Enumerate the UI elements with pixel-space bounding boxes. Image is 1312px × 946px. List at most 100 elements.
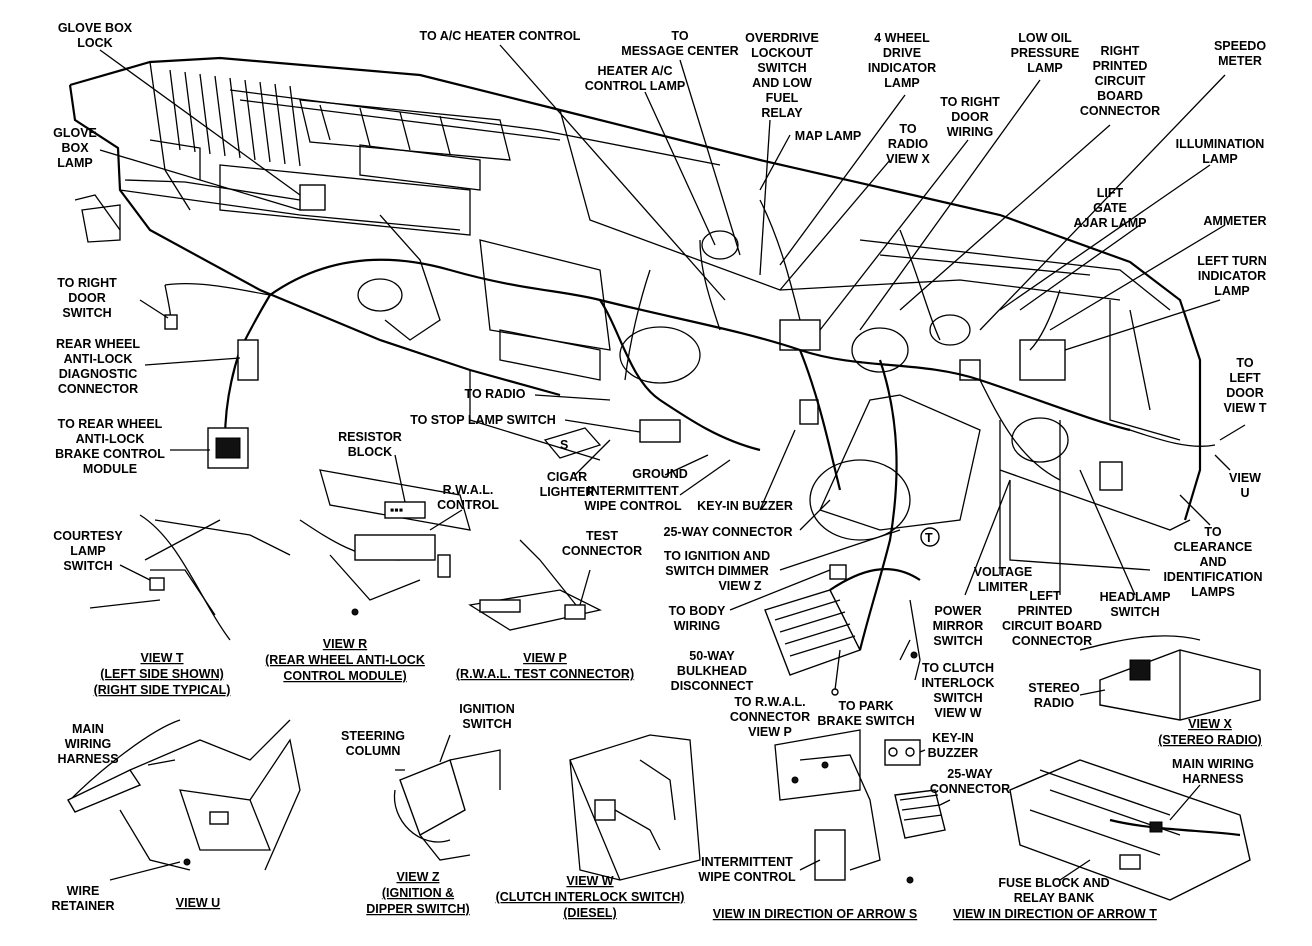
right-door-switch-plug — [164, 314, 178, 330]
view-r-drawing: ▪▪▪ — [299, 454, 471, 616]
svg-text:TO CLUTCH: TO CLUTCH — [922, 661, 994, 675]
label-view-u-callout: VIEW U — [1229, 471, 1261, 500]
svg-text:STEREO: STEREO — [1028, 681, 1080, 695]
svg-text:WIPE CONTROL: WIPE CONTROL — [584, 499, 682, 513]
svg-text:ANTI-LOCK: ANTI-LOCK — [64, 352, 133, 366]
svg-text:LEFT TURN: LEFT TURN — [1197, 254, 1266, 268]
caption-view-w: VIEW W (CLUTCH INTERLOCK SWITCH) (DIESEL… — [496, 874, 685, 920]
label-heater-ac-control-lamp: HEATER A/C CONTROL LAMP — [585, 64, 685, 93]
label-main-wiring-left: MAIN WIRING HARNESS — [57, 722, 118, 766]
svg-text:TEST: TEST — [586, 529, 618, 543]
label-main-wiring-right: MAIN WIRING HARNESS — [1172, 757, 1254, 786]
label-map-lamp: MAP LAMP — [795, 129, 861, 143]
svg-text:HARNESS: HARNESS — [57, 752, 118, 766]
svg-text:TO: TO — [1204, 525, 1221, 539]
svg-text:SWITCH: SWITCH — [757, 61, 806, 75]
arrow-t-view-drawing — [1009, 759, 1251, 901]
svg-text:HEATER A/C: HEATER A/C — [598, 64, 673, 78]
svg-text:TO RIGHT: TO RIGHT — [940, 95, 1000, 109]
svg-text:IDENTIFICATION: IDENTIFICATION — [1163, 570, 1262, 584]
label-power-mirror: POWER MIRROR SWITCH — [933, 604, 984, 648]
svg-text:VIEW X: VIEW X — [1188, 717, 1232, 731]
svg-text:LOCKOUT: LOCKOUT — [751, 46, 813, 60]
svg-text:DOOR: DOOR — [951, 110, 989, 124]
caption-view-t: VIEW T (LEFT SIDE SHOWN) (RIGHT SIDE TYP… — [94, 651, 231, 697]
svg-text:RELAY: RELAY — [761, 106, 803, 120]
label-steering-column: STEERING COLUMN — [341, 729, 405, 758]
caption-view-u: VIEW U — [176, 896, 220, 910]
svg-text:LAMP: LAMP — [1214, 284, 1249, 298]
svg-text:SWITCH: SWITCH — [1110, 605, 1159, 619]
label-to-stop-lamp-switch: TO STOP LAMP SWITCH — [410, 413, 556, 427]
caption-view-z: VIEW Z (IGNITION & DIPPER SWITCH) — [366, 870, 469, 916]
svg-text:SWITCH: SWITCH — [63, 559, 112, 573]
svg-text:VIEW R: VIEW R — [323, 637, 367, 651]
svg-text:MESSAGE CENTER: MESSAGE CENTER — [621, 44, 738, 58]
label-25-way-connector-top: 25-WAY CONNECTOR — [664, 525, 793, 539]
svg-text:LOW OIL: LOW OIL — [1018, 31, 1072, 45]
caption-view-p: VIEW P (R.W.A.L. TEST CONNECTOR) — [456, 651, 634, 681]
svg-text:MAIN WIRING: MAIN WIRING — [1172, 757, 1254, 771]
svg-text:TO IGNITION AND: TO IGNITION AND — [664, 549, 770, 563]
svg-text:VIEW T: VIEW T — [140, 651, 183, 665]
svg-text:WIPE CONTROL: WIPE CONTROL — [698, 870, 796, 884]
svg-text:CONNECTOR: CONNECTOR — [930, 782, 1010, 796]
svg-text:METER: METER — [1218, 54, 1262, 68]
svg-text:VIEW Z: VIEW Z — [396, 870, 439, 884]
view-z-drawing — [393, 734, 501, 861]
svg-text:DRIVE: DRIVE — [883, 46, 921, 60]
svg-text:TO BODY: TO BODY — [669, 604, 726, 618]
svg-text:LEFT: LEFT — [1029, 589, 1061, 603]
svg-text:LAMP: LAMP — [1027, 61, 1062, 75]
svg-text:(R.W.A.L. TEST CONNECTOR): (R.W.A.L. TEST CONNECTOR) — [456, 667, 634, 681]
svg-text:VIEW W: VIEW W — [566, 874, 613, 888]
svg-text:VIEW T: VIEW T — [1223, 401, 1266, 415]
svg-text:LAMP: LAMP — [70, 544, 105, 558]
label-to-clearance: TO CLEARANCE AND IDENTIFICATION LAMPS — [1163, 525, 1262, 599]
svg-text:(REAR WHEEL ANTI-LOCK: (REAR WHEEL ANTI-LOCK — [265, 653, 425, 667]
caption-arrow-s: VIEW IN DIRECTION OF ARROW S — [713, 907, 917, 921]
label-25-way-connector-bottom: 25-WAY CONNECTOR — [930, 767, 1010, 796]
svg-text:(CLUTCH INTERLOCK SWITCH): (CLUTCH INTERLOCK SWITCH) — [496, 890, 685, 904]
svg-text:GLOVE: GLOVE — [53, 126, 97, 140]
glove-box-lamp-socket — [299, 184, 326, 211]
svg-text:(LEFT SIDE SHOWN): (LEFT SIDE SHOWN) — [100, 667, 224, 681]
svg-text:LAMP: LAMP — [884, 76, 919, 90]
label-to-radio-view-x: TO RADIO VIEW X — [886, 122, 930, 166]
label-courtesy-lamp: COURTESY LAMP SWITCH — [53, 529, 123, 573]
svg-text:SWITCH: SWITCH — [462, 717, 511, 731]
svg-text:INTERMITTENT: INTERMITTENT — [701, 855, 793, 869]
label-resistor-block: RESISTOR BLOCK — [338, 430, 402, 459]
label-key-in-buzzer-bottom: KEY-IN BUZZER — [928, 731, 979, 760]
svg-text:VIEW P: VIEW P — [523, 651, 567, 665]
svg-text:CONNECTOR: CONNECTOR — [58, 382, 138, 396]
svg-text:SWITCH: SWITCH — [62, 306, 111, 320]
svg-text:WIRING: WIRING — [674, 619, 721, 633]
label-overdrive-lockout: OVERDRIVE LOCKOUT SWITCH AND LOW FUEL RE… — [745, 31, 819, 120]
label-wire-retainer: WIRE RETAINER — [52, 884, 115, 913]
svg-text:AJAR LAMP: AJAR LAMP — [1074, 216, 1147, 230]
label-stereo-radio: STEREO RADIO — [1028, 681, 1080, 710]
leader-lines — [99, 44, 1246, 661]
svg-text:STEERING: STEERING — [341, 729, 405, 743]
caption-view-x: VIEW X (STEREO RADIO) — [1158, 717, 1261, 747]
svg-text:DOOR: DOOR — [1226, 386, 1264, 400]
svg-text:PRESSURE: PRESSURE — [1011, 46, 1080, 60]
bulkhead-connector — [764, 564, 921, 696]
label-to-left-door-view-t: TO LEFT DOOR VIEW T — [1223, 356, 1266, 415]
arrow-t-marker: T — [920, 527, 940, 547]
svg-text:DIAGNOSTIC: DIAGNOSTIC — [59, 367, 137, 381]
arrow-s-marker: S — [543, 427, 602, 459]
instrument-panel-outline — [68, 56, 1202, 571]
label-glove-box-lock: GLOVE BOX LOCK — [58, 21, 133, 50]
label-ground: GROUND — [632, 467, 688, 481]
svg-text:LEFT: LEFT — [1229, 371, 1261, 385]
caption-view-r: VIEW R (REAR WHEEL ANTI-LOCK CONTROL MOD… — [265, 637, 425, 683]
svg-text:MAIN: MAIN — [72, 722, 104, 736]
view-p-drawing — [468, 539, 602, 631]
svg-text:TO: TO — [1236, 356, 1253, 370]
callout-labels: GLOVE BOX LOCK TO A/C HEATER CONTROL TO … — [52, 21, 1267, 913]
svg-text:LIMITER: LIMITER — [978, 580, 1028, 594]
svg-text:WIRE: WIRE — [67, 884, 100, 898]
svg-text:IGNITION: IGNITION — [459, 702, 515, 716]
